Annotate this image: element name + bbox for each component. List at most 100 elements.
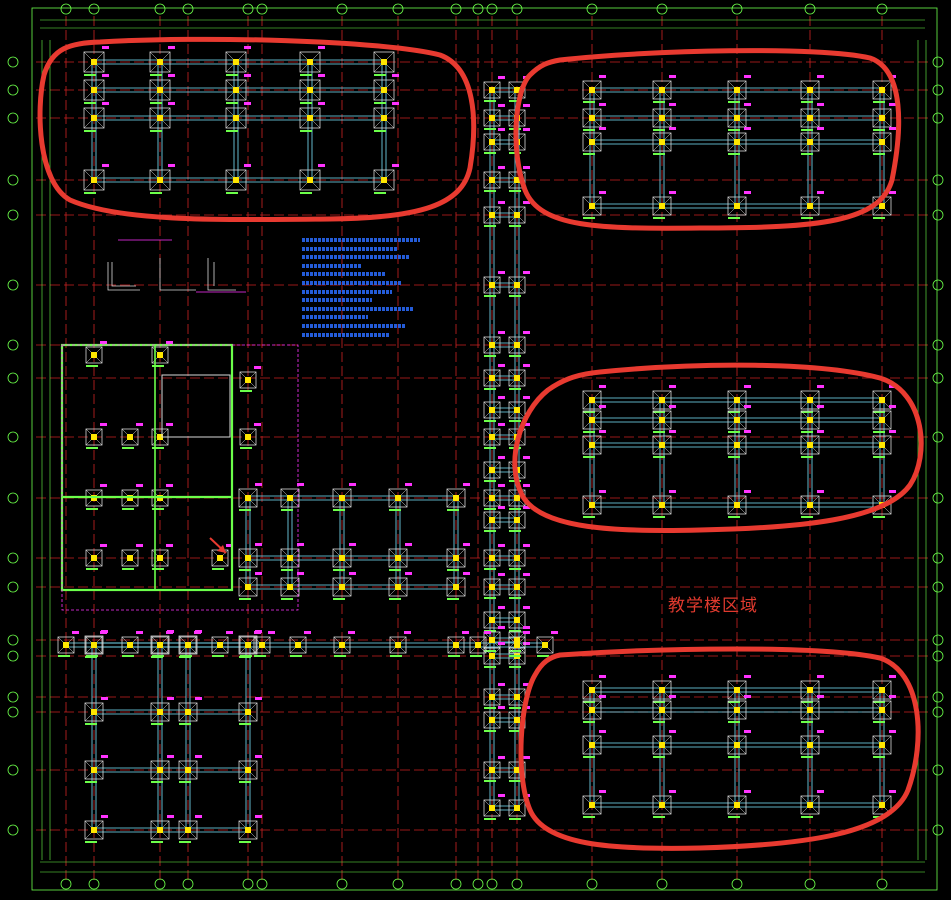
column-footing-icon <box>299 74 325 104</box>
section-details <box>107 239 246 293</box>
column-footing-icon <box>508 271 530 297</box>
column-footing-icon <box>652 385 676 413</box>
axis-bubble-icon <box>586 878 598 890</box>
column-footing-icon <box>299 102 325 132</box>
column-footing-icon <box>508 396 530 422</box>
column-footing-icon <box>483 166 505 192</box>
column-footing-icon <box>582 405 606 433</box>
column-footing-icon <box>239 366 261 392</box>
column-footing-icon <box>652 430 676 458</box>
column-footing-icon <box>299 164 325 194</box>
column-footing-icon <box>85 631 107 657</box>
column-footing-icon <box>800 75 824 103</box>
column-footing-icon <box>872 405 896 433</box>
column-footing-icon <box>483 544 505 570</box>
column-footing-icon <box>238 543 262 571</box>
axis-bubble-icon <box>932 634 944 646</box>
axis-bubble-icon <box>7 552 19 564</box>
axis-bubble-icon <box>88 3 100 15</box>
axis-bubble-icon <box>7 706 19 718</box>
axis-bubble-icon <box>7 209 19 221</box>
axis-bubble-icon <box>472 3 484 15</box>
column-footing-icon <box>149 102 175 132</box>
column-footing-icon <box>83 74 109 104</box>
column-footing-icon <box>536 631 558 657</box>
column-footing-icon <box>388 483 412 511</box>
column-footing-icon <box>483 201 505 227</box>
column-footing-icon <box>582 103 606 131</box>
column-footing-icon <box>652 695 676 723</box>
column-footing-icon <box>483 706 505 732</box>
column-footing-icon <box>872 127 896 155</box>
axis-bubble-icon <box>932 552 944 564</box>
column-footing-icon <box>483 506 505 532</box>
column-footing-icon <box>239 631 261 657</box>
column-footing-icon <box>84 815 108 843</box>
axis-bubble-icon <box>486 3 498 15</box>
axis-bubble-icon <box>511 878 523 890</box>
axis-bubble-icon <box>154 878 166 890</box>
axis-bubble-icon <box>154 3 166 15</box>
column-footing-icon <box>238 572 262 600</box>
axis-bubble-icon <box>7 372 19 384</box>
hand-drawn-circle-icon <box>37 36 477 223</box>
axis-bubble-icon <box>932 279 944 291</box>
axis-bubble-icon <box>804 878 816 890</box>
axis-bubble-icon <box>731 878 743 890</box>
column-footing-icon <box>483 683 505 709</box>
column-footing-icon <box>727 490 751 518</box>
column-footing-icon <box>225 102 251 132</box>
column-footing-icon <box>800 730 824 758</box>
axis-bubble-icon <box>7 492 19 504</box>
column-footing-icon <box>178 697 202 725</box>
column-footing-icon <box>652 75 676 103</box>
column-footing-icon <box>238 697 262 725</box>
axis-bubble-icon <box>932 56 944 68</box>
column-footing-icon <box>727 75 751 103</box>
column-footing-icon <box>151 631 173 657</box>
column-footing-icon <box>149 164 175 194</box>
hand-drawn-circle-icon <box>512 362 924 534</box>
axis-bubble-icon <box>472 878 484 890</box>
column-footing-icon <box>872 730 896 758</box>
axis-bubble-icon <box>336 3 348 15</box>
column-footing-icon <box>483 128 505 154</box>
column-footing-icon <box>373 102 399 132</box>
column-footing-icon <box>652 191 676 219</box>
column-footing-icon <box>239 423 261 449</box>
axis-bubble-icon <box>336 878 348 890</box>
column-footing-icon <box>800 191 824 219</box>
column-footing-icon <box>85 544 107 570</box>
axis-grid <box>36 16 930 884</box>
column-footing-icon <box>483 271 505 297</box>
column-footing-icon <box>446 543 470 571</box>
axis-bubble-icon <box>932 431 944 443</box>
column-footing-icon <box>178 755 202 783</box>
highlight-outlines <box>37 36 924 851</box>
column-footing-icon <box>83 102 109 132</box>
column-footing-icon <box>582 127 606 155</box>
column-footing-icon <box>121 631 143 657</box>
column-footing-icon <box>727 405 751 433</box>
axis-bubble-icon <box>656 3 668 15</box>
column-footing-icon <box>469 631 491 657</box>
column-footing-icon <box>388 572 412 600</box>
column-footing-icon <box>800 430 824 458</box>
column-footing-icon <box>289 631 311 657</box>
axis-bubble-icon <box>731 3 743 15</box>
axis-bubble-icon <box>60 878 72 890</box>
hand-drawn-circle-icon <box>518 646 921 851</box>
column-footing-icon <box>582 675 606 703</box>
column-footing-icon <box>800 790 824 818</box>
column-footing-icon <box>652 127 676 155</box>
column-footing-icon <box>211 631 233 657</box>
column-footing-icon <box>447 631 469 657</box>
axis-bubble-icon <box>932 650 944 662</box>
column-footing-icon <box>483 76 505 102</box>
axis-bubble-icon <box>876 878 888 890</box>
column-footing-icon <box>582 695 606 723</box>
axis-bubble-icon <box>7 279 19 291</box>
column-footing-icon <box>582 385 606 413</box>
column-footing-icon <box>332 572 356 600</box>
axis-bubble-icon <box>804 3 816 15</box>
